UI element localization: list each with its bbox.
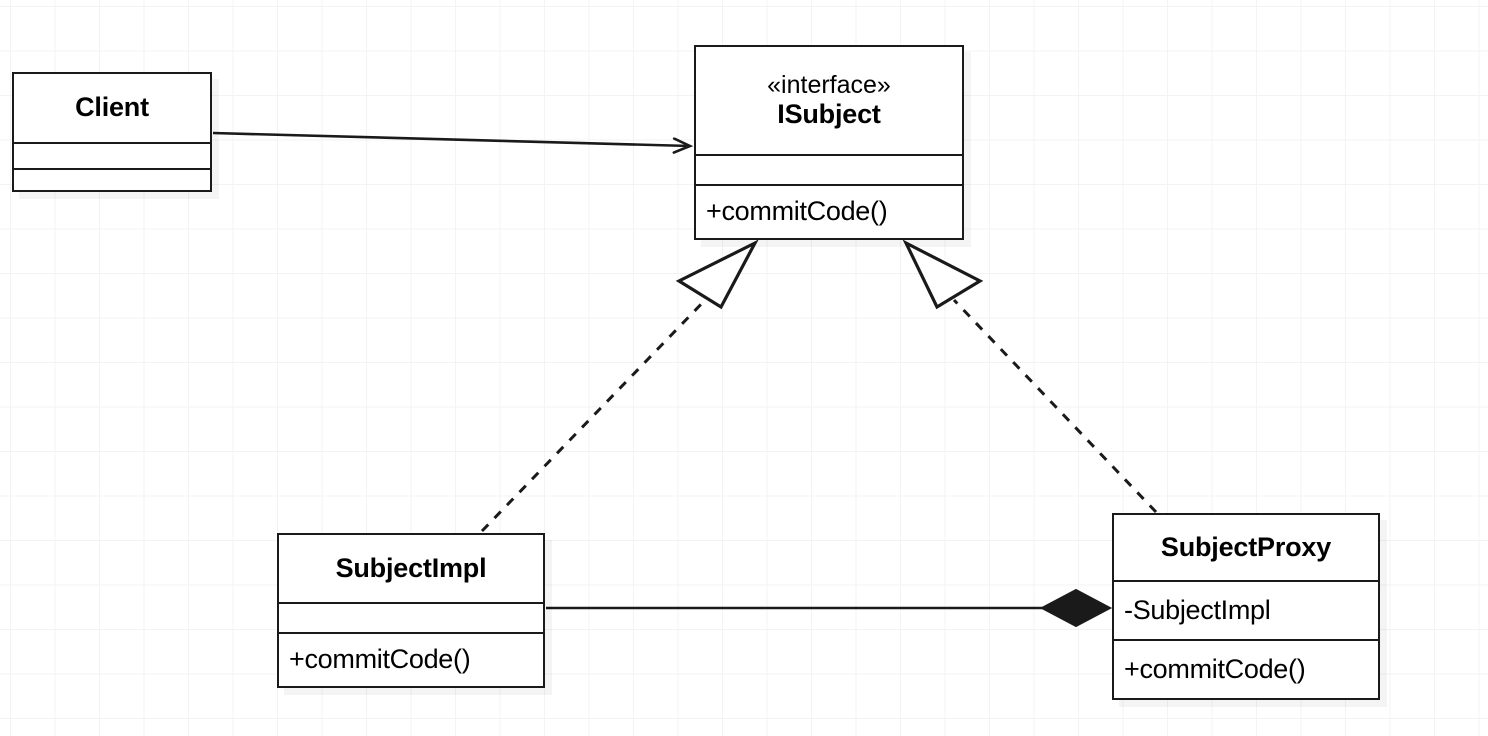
class-attributes-compartment [14,142,210,168]
class-name-label: SubjectProxy [1160,531,1332,562]
class-name-label: SubjectImpl [335,552,487,583]
class-name-label: Client [75,92,149,123]
edge-client-uses-isubject[interactable] [212,131,690,146]
class-attributes-compartment [696,154,962,184]
class-attributes-compartment: -SubjectImpl [1114,580,1378,639]
class-name-label: ISubject [777,98,881,129]
uml-class-subjectproxy[interactable]: SubjectProxy -SubjectImpl +commitCode() [1112,513,1380,700]
class-methods-compartment: +commitCode() [1114,639,1378,697]
uml-class-subjectimpl[interactable]: SubjectImpl +commitCode() [277,533,545,688]
class-attributes-compartment [279,602,543,632]
method-label: +commitCode() [1124,653,1306,684]
edge-subjectproxy-composes-subjectimpl[interactable] [546,588,1113,628]
uml-class-client[interactable]: Client [12,72,212,192]
class-title-compartment: SubjectProxy [1114,515,1378,580]
class-title-compartment: «interface» ISubject [696,47,962,154]
edge-subjectproxy-realizes-isubject[interactable] [902,239,1158,514]
class-stereotype-label: «interface» [767,71,891,100]
class-title-compartment: SubjectImpl [279,535,543,602]
uml-class-isubject[interactable]: «interface» ISubject +commitCode() [694,45,964,240]
class-methods-compartment [14,168,210,189]
edge-subjectimpl-realizes-isubject[interactable] [480,239,759,533]
attribute-label: -SubjectImpl [1124,595,1271,625]
method-label: +commitCode() [706,196,888,226]
class-title-compartment: Client [14,74,210,142]
class-methods-compartment: +commitCode() [696,184,962,237]
method-label: +commitCode() [289,644,471,674]
class-methods-compartment: +commitCode() [279,632,543,685]
